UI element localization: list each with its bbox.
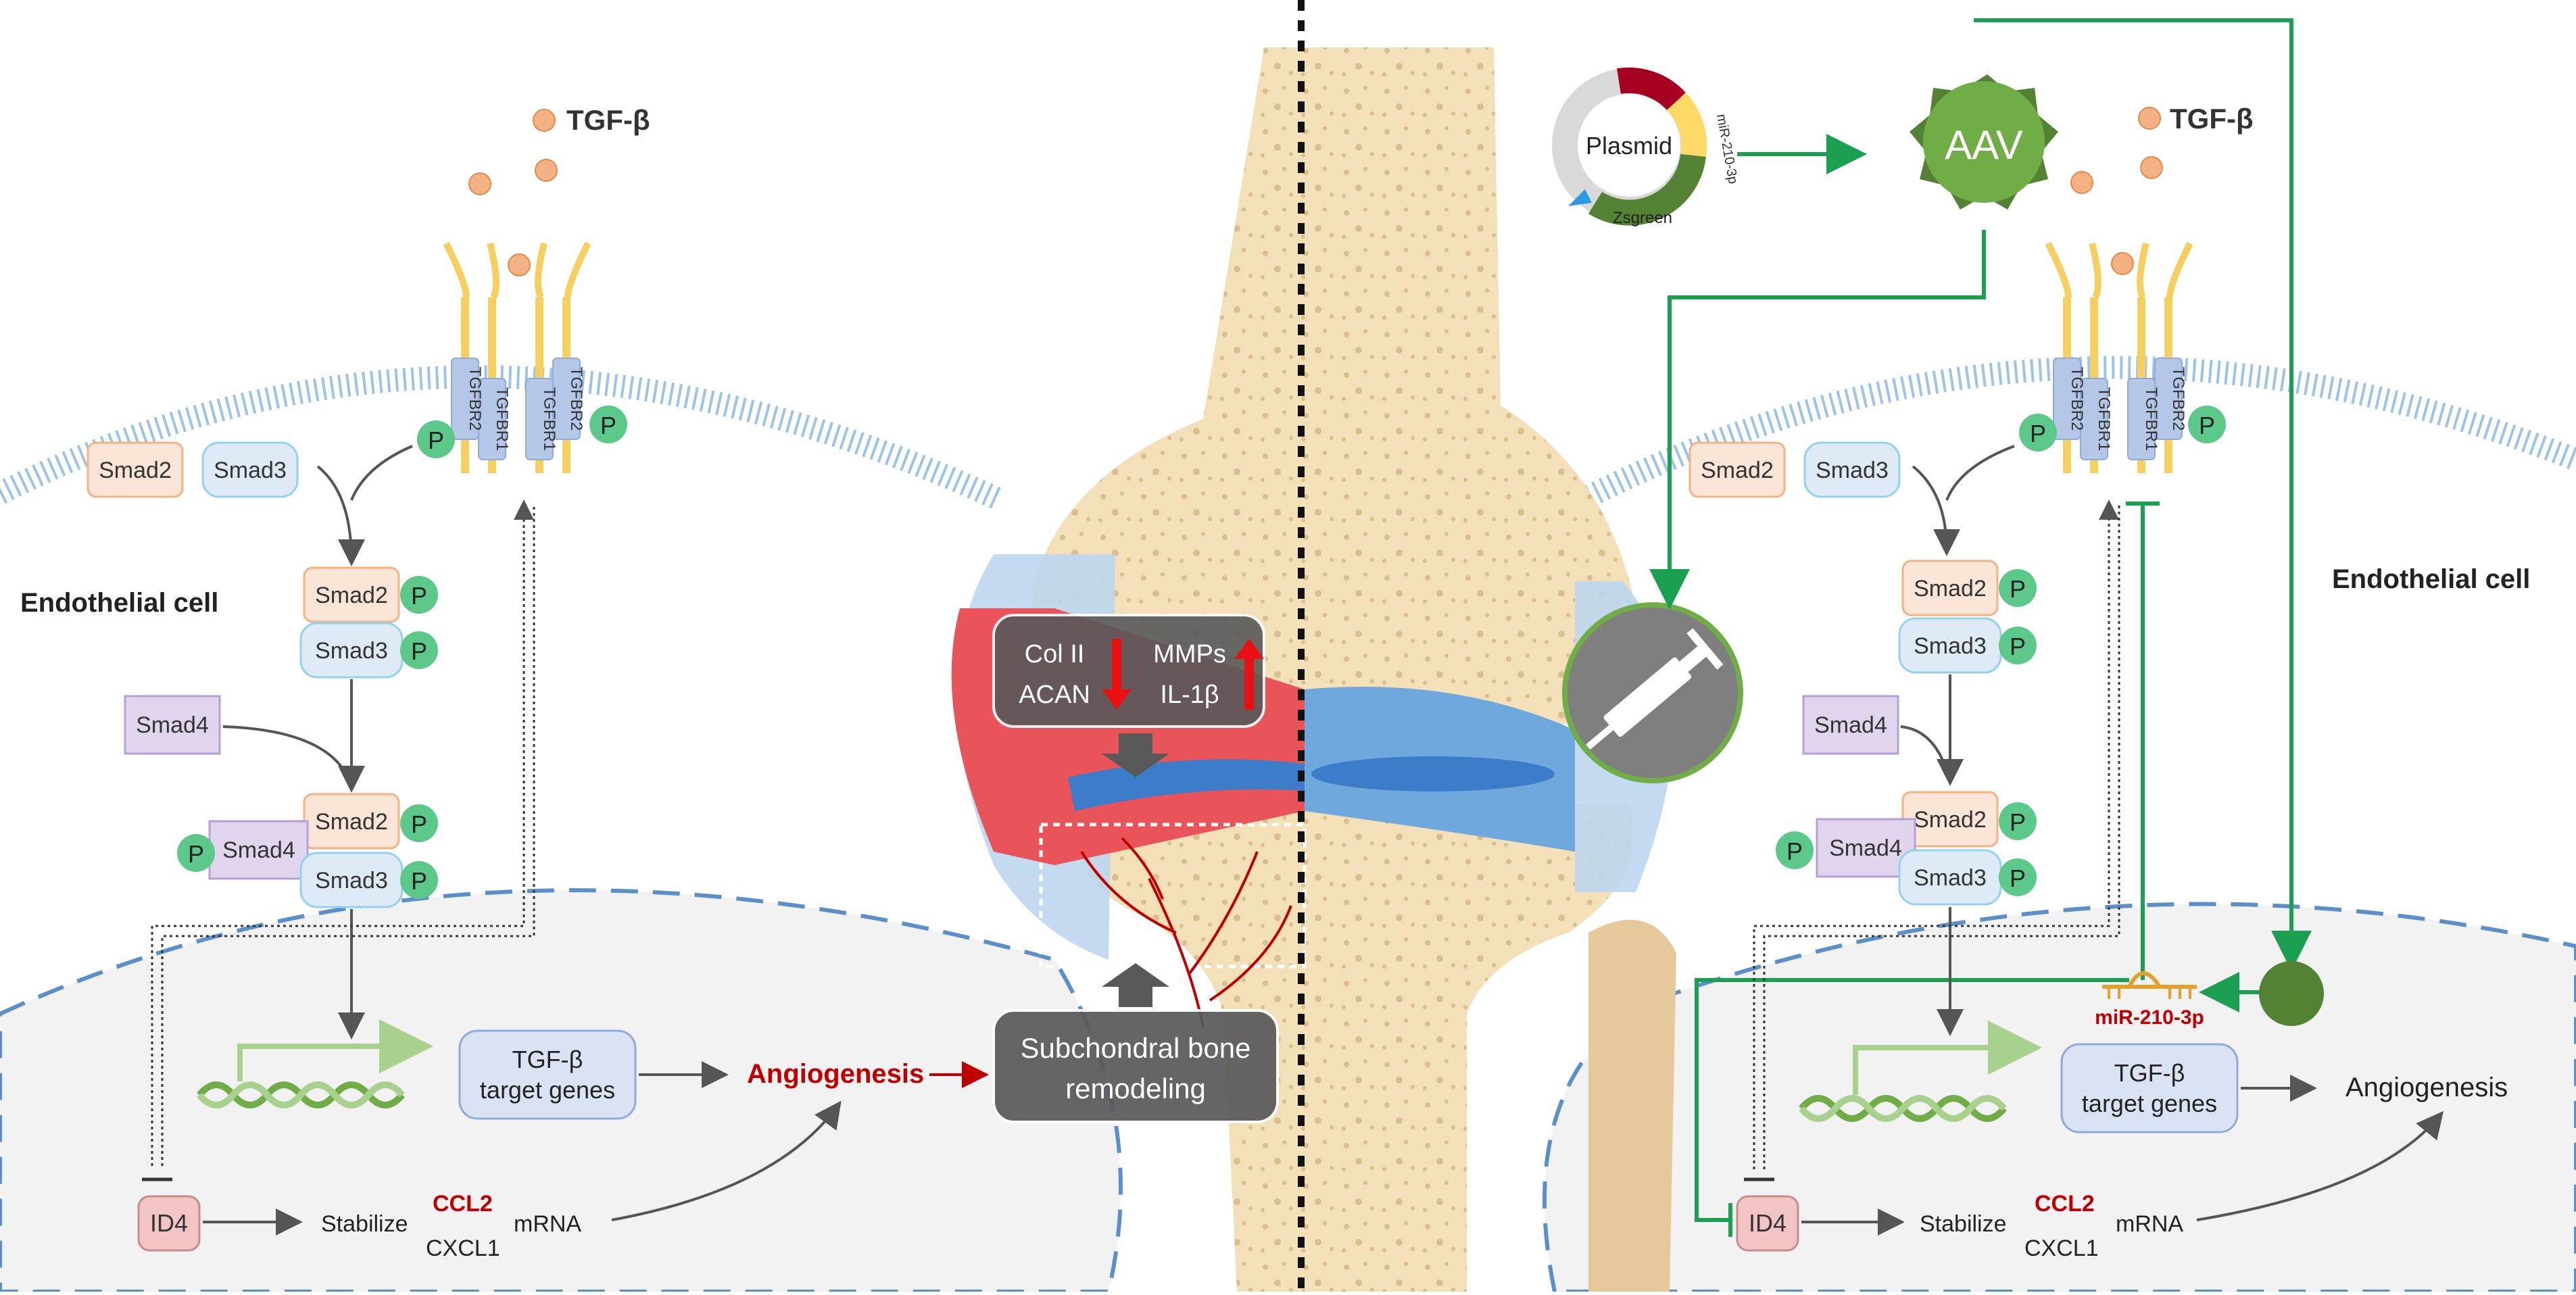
up-arrow-icon (1234, 639, 1264, 710)
left-panel-cxcl1-text: CXCL1 (426, 1236, 500, 1261)
right-panel-smad2-text: Smad2 (1701, 458, 1774, 483)
left-smad2-free: Smad2 (99, 458, 172, 483)
left-panel-phospho-label-text: P (600, 412, 616, 439)
il1b-label: IL-1β (1160, 681, 1219, 709)
right-panel-aav-text: AAV (1945, 122, 2023, 168)
up-block-arrow-icon (1102, 963, 1169, 1007)
syringe-icon (1562, 602, 1743, 783)
mmps-label: MMPs (1153, 640, 1226, 668)
right-panel-smad4-text: Smad4 (1814, 712, 1887, 738)
right-cell-label: Endothelial cell (2332, 564, 2530, 594)
left-angiogenesis: Angiogenesis (747, 1059, 924, 1089)
right-panel-id4-text: ID4 (1749, 1209, 1787, 1237)
left-panel-phospho-label-text: P (188, 840, 204, 868)
down-block-arrow-icon (1102, 733, 1169, 777)
colii-label: Col II (1025, 640, 1085, 668)
right-panel-smad2-text: Smad2 (1914, 576, 1987, 602)
right-panel-target-line1-text: TGF-β (2114, 1059, 2185, 1087)
right-panel-ligand-label-text: TGF-β (2170, 103, 2254, 135)
right-panel-target-line2-text: target genes (2082, 1090, 2217, 1117)
left-panel-stabilize-text: Stabilize (321, 1211, 408, 1237)
right-panel-stabilize-text: Stabilize (1920, 1211, 2007, 1237)
right-panel-phospho-label-text: P (2030, 420, 2046, 447)
right-panel-phospho-label-text: P (2010, 864, 2026, 892)
left-dna-icon (197, 1081, 405, 1108)
plasmid-icon: Plasmid miR-210-3p Zsgreen (1552, 67, 1741, 227)
left-panel-smad3-text: Smad3 (315, 868, 388, 894)
right-panel-smad3-text: Smad3 (1816, 458, 1889, 483)
right-receptor-complex: TGFBR2 TGFBR1 TGFBR1 TGFBR2 P P (2019, 241, 2226, 473)
left-panel-mrna-text: mRNA (514, 1211, 581, 1237)
small-aav-icon (2259, 961, 2324, 1026)
left-smad3-free: Smad3 (214, 458, 287, 483)
cartilage-changes-box: Col II ACAN MMPs IL-1β (992, 614, 1265, 728)
left-cell-label: Endothelial cell (20, 588, 218, 618)
left-panel-phospho-label-text: P (411, 867, 427, 895)
mir-label: miR-210-3p (2095, 1006, 2204, 1029)
left-receptor-complex: TGFBR2 TGFBR1 TGFBR1 TGFBR2 P P (417, 241, 627, 473)
left-panel-smad4-text: Smad4 (136, 712, 209, 738)
right-dna-icon (1799, 1095, 2007, 1122)
right-panel-smad2-text: Smad2 (1914, 807, 1987, 833)
tgfb-ligand-icon (533, 109, 556, 132)
right-panel-receptors-2-text: TGFBR1 (2142, 387, 2160, 451)
subchondral-line1: Subchondral bone (1021, 1032, 1251, 1064)
left-panel-phospho-label-text: P (411, 637, 427, 665)
left-panel-smad3-text: Smad3 (315, 638, 388, 664)
right-panel-phospho-label-text: P (2199, 412, 2215, 439)
right-panel-receptors-1-text: TGFBR1 (2095, 387, 2113, 451)
right-panel-plasmid-text: Plasmid (1586, 132, 1672, 160)
left-panel-receptors-3-text: TGFBR2 (567, 367, 585, 431)
left-panel-receptors-1-text: TGFBR1 (493, 387, 511, 451)
left-panel-smad4-text: Smad4 (222, 837, 295, 863)
left-tgfb-label: TGF-β (566, 104, 650, 136)
right-panel-mir-on-plasmid-text: miR-210-3p (1714, 113, 1741, 185)
right-panel-ccl2-text: CCL2 (2035, 1191, 2095, 1217)
right-panel-phospho-label-text: P (2010, 633, 2026, 660)
left-panel-smad2-text: Smad2 (315, 583, 388, 608)
right-panel-smad3-text: Smad3 (1914, 633, 1987, 659)
left-panel-ccl2-text: CCL2 (433, 1191, 493, 1217)
right-panel: Plasmid miR-210-3p Zsgreen AAV TGF-β (1552, 18, 2530, 1261)
right-panel-mrna-text: mRNA (2116, 1211, 2183, 1237)
left-panel: TGF-β TGFBR2 TGFBR1 TGFBR1 TGFBR2 P P (20, 104, 989, 1261)
aav-virus-icon: AAV (1910, 74, 2058, 210)
left-panel-phospho-label-text: P (411, 582, 427, 610)
right-panel-receptors-0-text: TGFBR2 (2068, 367, 2086, 431)
right-panel-phospho-label-text: P (2010, 808, 2026, 836)
left-panel-phospho-label-text: P (411, 810, 427, 838)
right-panel-phospho-label-text: P (2010, 575, 2026, 603)
left-panel-id4-text: ID4 (150, 1209, 188, 1237)
right-panel-phospho-label-text: P (1787, 837, 1803, 865)
acan-label: ACAN (1019, 681, 1090, 709)
right-panel-zsgreen-text: Zsgreen (1613, 209, 1672, 227)
left-panel-receptors-0-text: TGFBR2 (466, 367, 484, 431)
mir-210-3p-icon (2102, 971, 2197, 999)
left-panel-phospho-label-text: P (428, 426, 444, 454)
left-panel-receptors-2-text: TGFBR1 (540, 387, 558, 451)
right-panel-receptors-3-text: TGFBR2 (2169, 367, 2187, 431)
right-angiogenesis: Angiogenesis (2346, 1073, 2508, 1102)
left-panel-smad2-text: Smad2 (315, 809, 388, 835)
down-arrow-icon (1102, 639, 1132, 710)
right-panel-smad4-text: Smad4 (1829, 835, 1902, 861)
left-panel-target-line1-text: TGF-β (512, 1046, 583, 1073)
subchondral-box: Subchondral bone remodeling (992, 1009, 1279, 1123)
right-panel-smad3-text: Smad3 (1914, 865, 1987, 891)
subchondral-line2: remodeling (1065, 1073, 1206, 1104)
right-panel-cxcl1-text: CXCL1 (2024, 1236, 2099, 1261)
left-cell-membrane (0, 365, 1006, 511)
left-panel-target-line2-text: target genes (480, 1076, 615, 1104)
